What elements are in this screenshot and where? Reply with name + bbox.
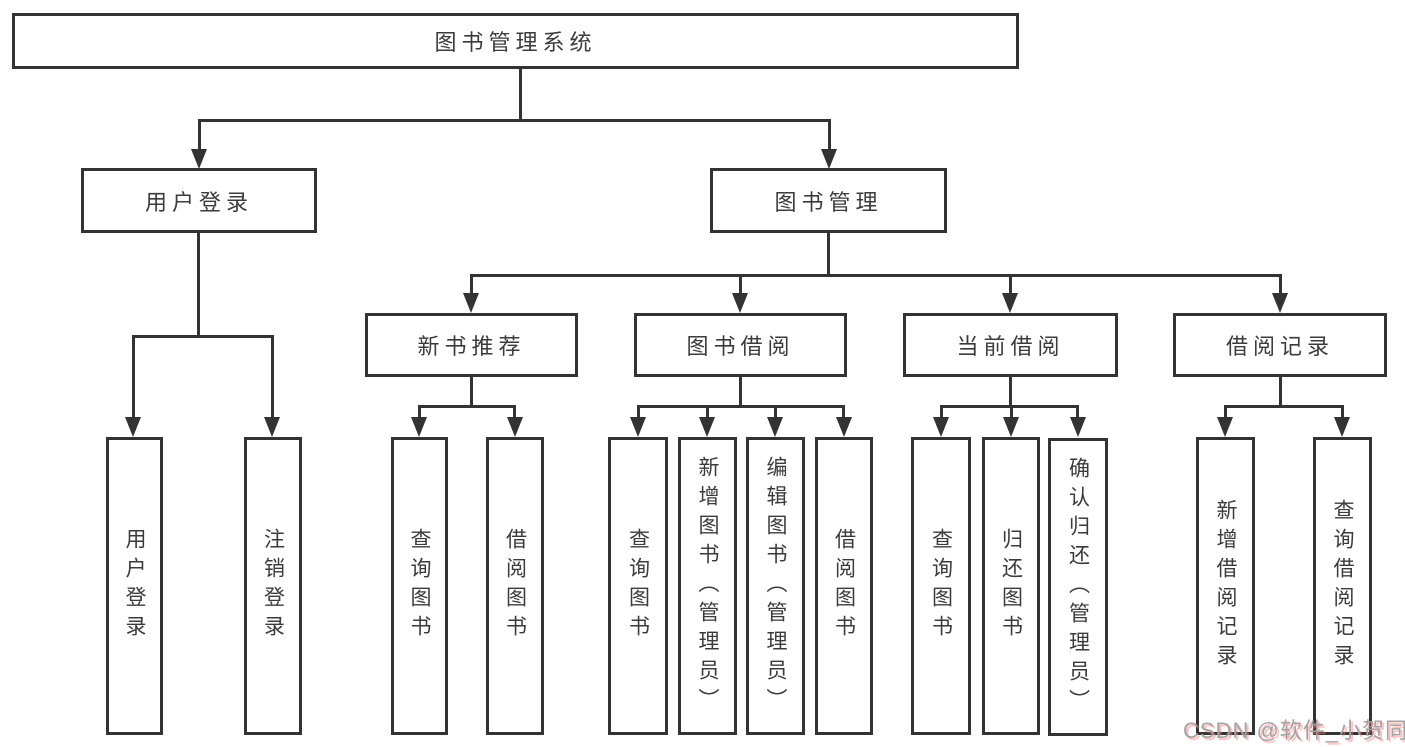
arrow-head-icon bbox=[191, 149, 207, 169]
leaf-label: 编辑图书（管理员） bbox=[764, 455, 787, 717]
arrow-head-icon bbox=[1217, 417, 1233, 437]
leaf-query-books: 查询图书 bbox=[911, 437, 971, 735]
connector-line bbox=[842, 405, 845, 418]
connector-line bbox=[1009, 377, 1012, 405]
leaf-logout: 注销登录 bbox=[244, 437, 302, 735]
node-label: 图书管理 bbox=[774, 189, 883, 215]
arrow-head-icon bbox=[411, 417, 427, 437]
connector-line bbox=[1279, 377, 1282, 405]
arrow-head-icon bbox=[767, 417, 783, 437]
connector-line bbox=[1224, 405, 1344, 408]
leaf-user-login: 用户登录 bbox=[106, 437, 163, 735]
leaf-label: 新增图书（管理员） bbox=[696, 455, 719, 717]
node-label: 图书借阅 bbox=[686, 334, 795, 359]
node-book-borrowing: 图书借阅 bbox=[634, 313, 847, 377]
arrow-head-icon bbox=[1002, 293, 1018, 313]
connector-line bbox=[198, 119, 201, 151]
arrow-head-icon bbox=[933, 417, 949, 437]
leaf-label: 注销登录 bbox=[261, 528, 285, 644]
arrow-head-icon bbox=[507, 417, 523, 437]
connector-line bbox=[519, 69, 522, 119]
leaf-borrow-books: 借阅图书 bbox=[486, 437, 544, 735]
connector-line bbox=[132, 335, 135, 418]
node-library-management-system: 图书管理系统 bbox=[12, 13, 1019, 69]
connector-line bbox=[198, 119, 831, 122]
leaf-label: 借阅图书 bbox=[503, 528, 527, 644]
leaf-borrow-books: 借阅图书 bbox=[815, 437, 873, 735]
leaf-label: 查询图书 bbox=[626, 528, 650, 644]
leaf-label: 借阅图书 bbox=[832, 528, 856, 644]
connector-line bbox=[470, 377, 473, 405]
connector-line bbox=[739, 274, 742, 295]
leaf-label: 用户登录 bbox=[123, 528, 146, 644]
arrow-head-icon bbox=[463, 293, 479, 313]
node-label: 借阅记录 bbox=[1225, 334, 1334, 359]
arrow-head-icon bbox=[836, 417, 852, 437]
leaf-label: 查询借阅记录 bbox=[1331, 499, 1354, 673]
arrow-head-icon bbox=[1272, 293, 1288, 313]
arrow-head-icon bbox=[821, 149, 837, 169]
node-borrowing-records: 借阅记录 bbox=[1173, 313, 1387, 377]
leaf-add-books-admin: 新增图书（管理员） bbox=[678, 437, 737, 735]
connector-line bbox=[827, 233, 830, 274]
leaf-label: 查询图书 bbox=[929, 528, 953, 644]
connector-line bbox=[940, 405, 943, 418]
connector-line bbox=[1010, 405, 1013, 418]
connector-line bbox=[1076, 405, 1079, 418]
connector-line bbox=[470, 274, 473, 295]
connector-line bbox=[637, 405, 845, 408]
connector-line bbox=[1009, 274, 1012, 295]
leaf-return-books: 归还图书 bbox=[982, 437, 1040, 735]
arrow-head-icon bbox=[699, 417, 715, 437]
node-current-borrowing: 当前借阅 bbox=[903, 313, 1118, 377]
node-label: 当前借阅 bbox=[956, 334, 1065, 359]
node-label: 新书推荐 bbox=[417, 334, 526, 359]
node-label: 图书管理系统 bbox=[434, 30, 597, 55]
connector-line bbox=[470, 274, 1282, 277]
connector-line bbox=[1341, 405, 1344, 418]
leaf-add-borrow-record: 新增借阅记录 bbox=[1196, 437, 1255, 735]
connector-line bbox=[774, 405, 777, 418]
leaf-query-borrow-record: 查询借阅记录 bbox=[1313, 437, 1372, 735]
connector-line bbox=[739, 377, 742, 405]
node-user-login: 用户登录 bbox=[81, 168, 317, 233]
connector-line bbox=[418, 405, 421, 418]
leaf-label: 查询图书 bbox=[408, 528, 431, 644]
leaf-label: 新增借阅记录 bbox=[1214, 499, 1237, 673]
csdn-watermark: CSDN @软件_小贺同学 bbox=[1183, 718, 1405, 743]
node-new-book-recommend: 新书推荐 bbox=[365, 313, 578, 377]
connector-line bbox=[1279, 274, 1282, 295]
node-book-management: 图书管理 bbox=[710, 168, 947, 233]
leaf-query-books: 查询图书 bbox=[608, 437, 668, 735]
leaf-label: 确认归还（管理员） bbox=[1066, 456, 1090, 718]
leaf-query-books: 查询图书 bbox=[391, 437, 448, 735]
connector-line bbox=[132, 335, 274, 338]
arrow-head-icon bbox=[1334, 417, 1350, 437]
leaf-edit-books-admin: 编辑图书（管理员） bbox=[746, 437, 805, 735]
connector-line bbox=[828, 119, 831, 151]
connector-line bbox=[940, 405, 1079, 408]
leaf-confirm-return-admin: 确认归还（管理员） bbox=[1048, 438, 1108, 736]
leaf-label: 归还图书 bbox=[999, 528, 1023, 644]
connector-line bbox=[706, 405, 709, 418]
connector-line bbox=[418, 405, 516, 408]
arrow-head-icon bbox=[732, 293, 748, 313]
connector-line bbox=[271, 335, 274, 418]
arrow-head-icon bbox=[1070, 417, 1086, 437]
connector-line bbox=[637, 405, 640, 418]
arrow-head-icon bbox=[125, 417, 141, 437]
arrow-head-icon bbox=[630, 417, 646, 437]
connector-line bbox=[197, 233, 200, 335]
connector-line bbox=[513, 405, 516, 418]
node-label: 用户登录 bbox=[144, 189, 253, 215]
connector-line bbox=[1224, 405, 1227, 418]
arrow-head-icon bbox=[264, 417, 280, 437]
arrow-head-icon bbox=[1003, 417, 1019, 437]
